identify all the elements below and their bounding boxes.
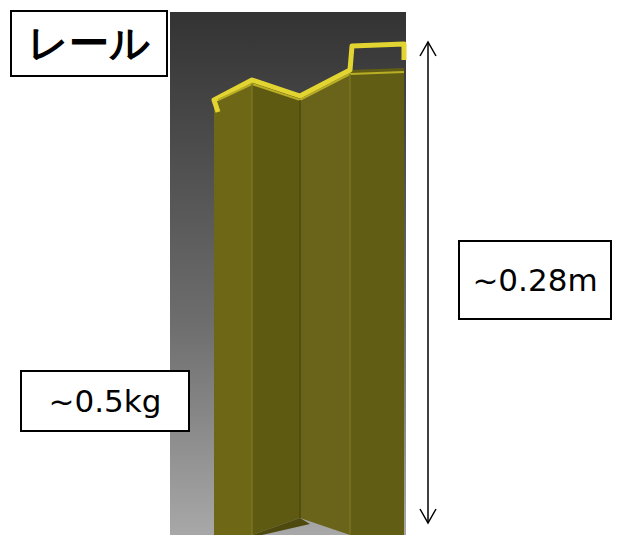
rail-edge — [251, 84, 253, 535]
rail-profile — [218, 72, 404, 100]
rail-face — [214, 80, 252, 535]
dimension-box: ~0.28m — [458, 240, 612, 320]
dimension-line — [427, 42, 429, 523]
render-background — [170, 12, 406, 535]
label-text: ~0.28m — [472, 262, 597, 298]
title-box: レール — [10, 10, 168, 77]
rail-edge — [299, 100, 301, 518]
rail-face — [300, 70, 350, 535]
rail-face — [252, 80, 300, 535]
arrow-head — [420, 42, 436, 56]
rail-profile — [214, 44, 404, 112]
label-text: ~0.5kg — [49, 383, 162, 419]
rail-face — [350, 68, 404, 535]
arrow-head — [420, 509, 436, 523]
rail-edge — [349, 74, 351, 535]
rail-bottom — [252, 518, 310, 535]
label-text: レール — [28, 16, 150, 71]
mass-box: ~0.5kg — [20, 370, 190, 432]
